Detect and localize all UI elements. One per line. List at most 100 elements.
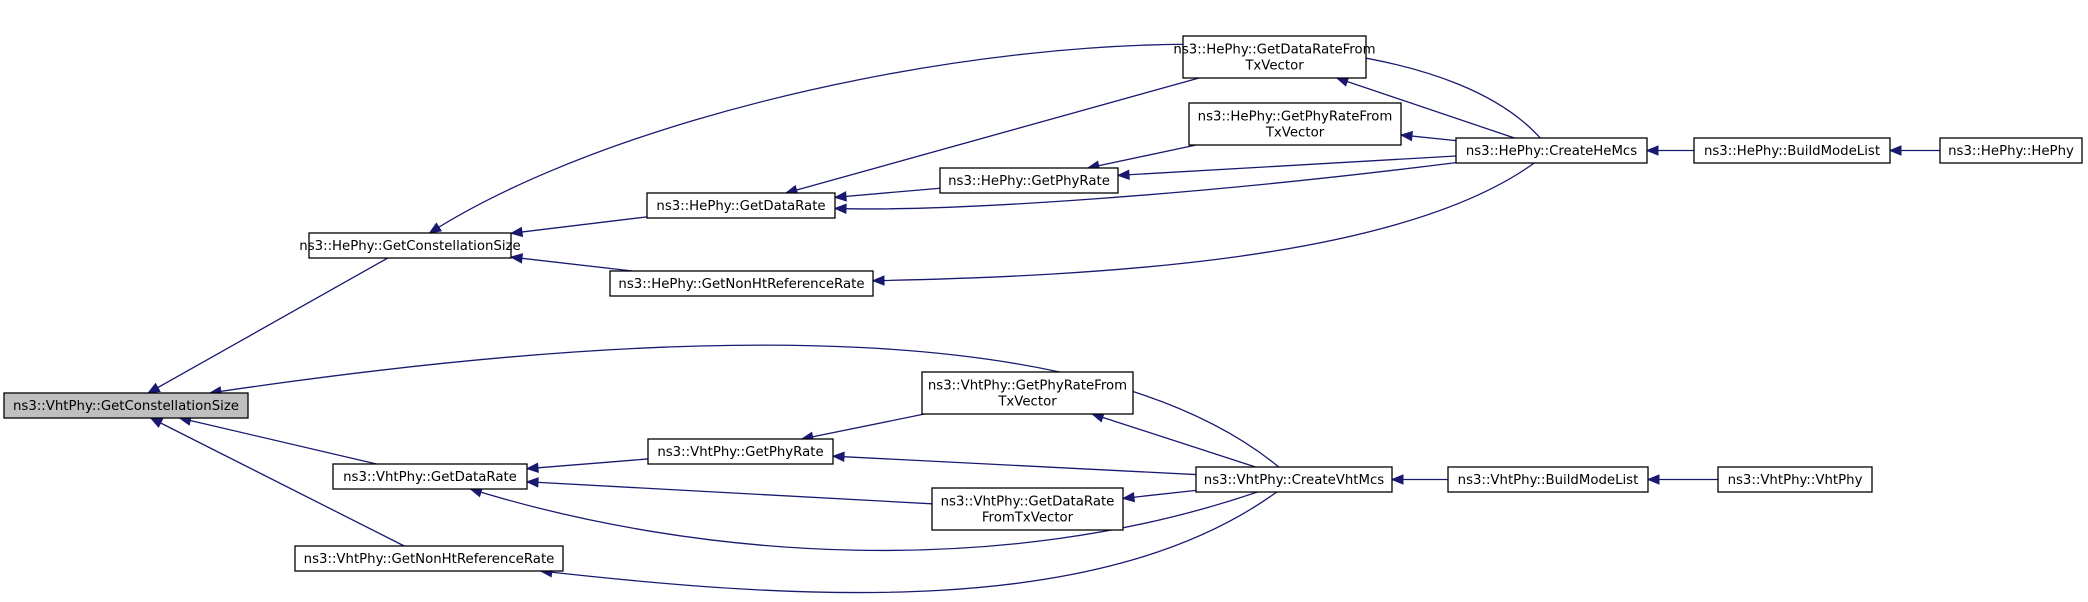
edge-vht_getphyrateftx-to-vht_getphyrate <box>801 413 925 440</box>
arrowhead-he_getnonht-to-he_getconst <box>509 253 524 264</box>
node-label: FromTxVector <box>982 511 1074 526</box>
node-label: ns3::HePhy::GetConstellationSize <box>299 239 520 254</box>
edge-vht_createvhtmcs-to-vht_getconst <box>209 344 1280 468</box>
node-vht_createvhtmcs[interactable]: ns3::VhtPhy::CreateVhtMcs <box>1195 466 1393 493</box>
node-label: TxVector <box>1265 126 1325 141</box>
node-box[interactable] <box>308 232 512 259</box>
node-label: ns3::HePhy::GetDataRateFrom <box>1173 43 1375 58</box>
node-box[interactable] <box>1693 137 1891 164</box>
edge-vht_createvhtmcs-to-vht_getdatarate <box>470 488 1258 552</box>
arrowhead-he_createhemcs-to-he_getphyrateftx <box>1399 130 1413 142</box>
node-vht_getconst[interactable]: ns3::VhtPhy::GetConstellationSize <box>3 392 249 419</box>
edge-vht_getphyrate-to-vht_getdatarate <box>526 458 649 470</box>
arrowhead-vht_getphyrate-to-vht_getdatarate <box>525 462 539 473</box>
edge-he_getphyrate-to-he_getdatarate <box>834 187 941 198</box>
arrowhead-he_buildmodelist-to-he_createhemcs <box>1645 145 1659 156</box>
node-box[interactable] <box>921 371 1134 415</box>
edge-vht_createvhtmcs-to-vht_getphyrate <box>832 455 1197 476</box>
node-box[interactable] <box>1455 137 1648 164</box>
node-box[interactable] <box>646 192 836 219</box>
node-label: ns3::HePhy::BuildModeList <box>1704 144 1880 159</box>
node-box[interactable] <box>1188 102 1402 146</box>
node-box[interactable] <box>647 438 834 465</box>
arrowhead-vht_getdatarateftx-to-vht_getdatarate <box>525 477 539 488</box>
node-box[interactable] <box>1182 35 1367 79</box>
node-label: ns3::VhtPhy::CreateVhtMcs <box>1204 473 1385 488</box>
node-label: ns3::VhtPhy::GetDataRate <box>343 470 517 485</box>
edge-vht_createvhtmcs-to-vht_getdatarateftx <box>1122 489 1197 500</box>
arrowhead-he_createhemcs-to-he_getphyrate <box>1116 169 1130 180</box>
node-label: ns3::HePhy::HePhy <box>1948 144 2074 159</box>
arrowhead-vht_createvhtmcs-to-vht_getphyrate <box>831 451 845 462</box>
node-label: ns3::VhtPhy::BuildModeList <box>1458 473 1639 488</box>
edge-vht_getdatarateftx-to-vht_getdatarate <box>526 481 933 505</box>
node-label: ns3::HePhy::CreateHeMcs <box>1466 144 1637 159</box>
node-box[interactable] <box>1447 466 1649 493</box>
node-box[interactable] <box>609 270 874 297</box>
edge-he_createhemcs-to-he_getconst <box>429 43 1541 234</box>
arrowhead-vht_createvhtmcs-to-vht_getdatarateftx <box>1121 491 1136 503</box>
edge-he_createhemcs-to-he_getnonht <box>872 162 1535 282</box>
node-label: ns3::VhtPhy::VhtPhy <box>1728 473 1863 488</box>
node-he_hephy[interactable]: ns3::HePhy::HePhy <box>1939 137 2083 164</box>
node-he_buildmodelist[interactable]: ns3::HePhy::BuildModeList <box>1693 137 1891 164</box>
node-label: ns3::VhtPhy::GetConstellationSize <box>13 399 239 414</box>
node-box[interactable] <box>3 392 249 419</box>
edge-he_getnonht-to-he_getconst <box>510 256 633 272</box>
edge-he_getconst-to-vht_getconst <box>147 257 389 394</box>
edge-vht_createvhtmcs-to-vht_getphyrateftx <box>1091 413 1256 468</box>
edge-vht_getnonht-to-vht_getconst <box>150 417 405 547</box>
node-label: ns3::VhtPhy::GetPhyRateFrom <box>928 379 1127 394</box>
edges-layer <box>147 43 1940 594</box>
node-he_createhemcs[interactable]: ns3::HePhy::CreateHeMcs <box>1455 137 1648 164</box>
nodes-layer: ns3::VhtPhy::GetConstellationSize ns3::He… <box>3 35 2083 572</box>
node-label: ns3::HePhy::GetPhyRateFrom <box>1198 110 1393 125</box>
arrowhead-he_createhemcs-to-he_getdatarate <box>833 203 847 215</box>
node-vht_getdatarate[interactable]: ns3::VhtPhy::GetDataRate <box>332 463 528 490</box>
node-label: ns3::HePhy::GetDataRate <box>656 199 825 214</box>
node-label: TxVector <box>997 395 1057 410</box>
arrowhead-he_getconst-to-vht_getconst <box>147 382 161 394</box>
arrowhead-he_createhemcs-to-he_getnonht <box>871 275 885 286</box>
arrowhead-vht_buildmodelist-to-vht_createvhtmcs <box>1390 474 1404 485</box>
node-label: ns3::VhtPhy::GetDataRate <box>941 495 1115 510</box>
node-box[interactable] <box>1195 466 1393 493</box>
node-label: ns3::HePhy::GetPhyRate <box>948 174 1110 189</box>
arrowhead-he_getphyrate-to-he_getdatarate <box>833 191 847 202</box>
edge-he_createhemcs-to-he_getphyrate <box>1117 155 1457 177</box>
edge-he_getdatarate-to-he_getconst <box>510 216 648 234</box>
node-label: ns3::HePhy::GetNonHtReferenceRate <box>618 277 864 292</box>
edge-vht_createvhtmcs-to-vht_getnonht <box>540 491 1278 594</box>
edge-he_getdatarateftx-to-he_getdatarate <box>785 77 1200 194</box>
node-vht_getphyrate[interactable]: ns3::VhtPhy::GetPhyRate <box>647 438 834 465</box>
node-he_getphyrate[interactable]: ns3::HePhy::GetPhyRate <box>939 167 1119 194</box>
arrowhead-vht_vhtphy-to-vht_buildmodelist <box>1646 474 1660 485</box>
node-box[interactable] <box>931 487 1124 531</box>
node-box[interactable] <box>294 545 564 572</box>
arrowhead-he_hephy-to-he_buildmodelist <box>1888 145 1902 156</box>
node-vht_buildmodelist[interactable]: ns3::VhtPhy::BuildModeList <box>1447 466 1649 493</box>
edge-vht_getdatarate-to-vht_getconst <box>179 417 377 465</box>
node-he_getnonht[interactable]: ns3::HePhy::GetNonHtReferenceRate <box>609 270 874 297</box>
node-box[interactable] <box>1717 466 1873 493</box>
node-he_getconst[interactable]: ns3::HePhy::GetConstellationSize <box>299 232 521 259</box>
node-label: ns3::VhtPhy::GetNonHtReferenceRate <box>304 552 555 567</box>
node-label: ns3::VhtPhy::GetPhyRate <box>657 445 823 460</box>
node-box[interactable] <box>939 167 1119 194</box>
node-vht_getnonht[interactable]: ns3::VhtPhy::GetNonHtReferenceRate <box>294 545 564 572</box>
node-label: TxVector <box>1244 59 1304 74</box>
node-he_getdatarate[interactable]: ns3::HePhy::GetDataRate <box>646 192 836 219</box>
node-box[interactable] <box>1939 137 2083 164</box>
arrowhead-vht_getnonht-to-vht_getconst <box>149 417 164 428</box>
node-box[interactable] <box>332 463 528 490</box>
arrowhead-he_getdatarate-to-he_getconst <box>509 226 524 238</box>
node-vht_vhtphy[interactable]: ns3::VhtPhy::VhtPhy <box>1717 466 1873 493</box>
edge-he_getphyrateftx-to-he_getphyrate <box>1087 144 1197 169</box>
edge-he_createhemcs-to-he_getdatarate <box>834 161 1457 210</box>
edge-he_createhemcs-to-he_getdatarateftx <box>1336 77 1515 139</box>
